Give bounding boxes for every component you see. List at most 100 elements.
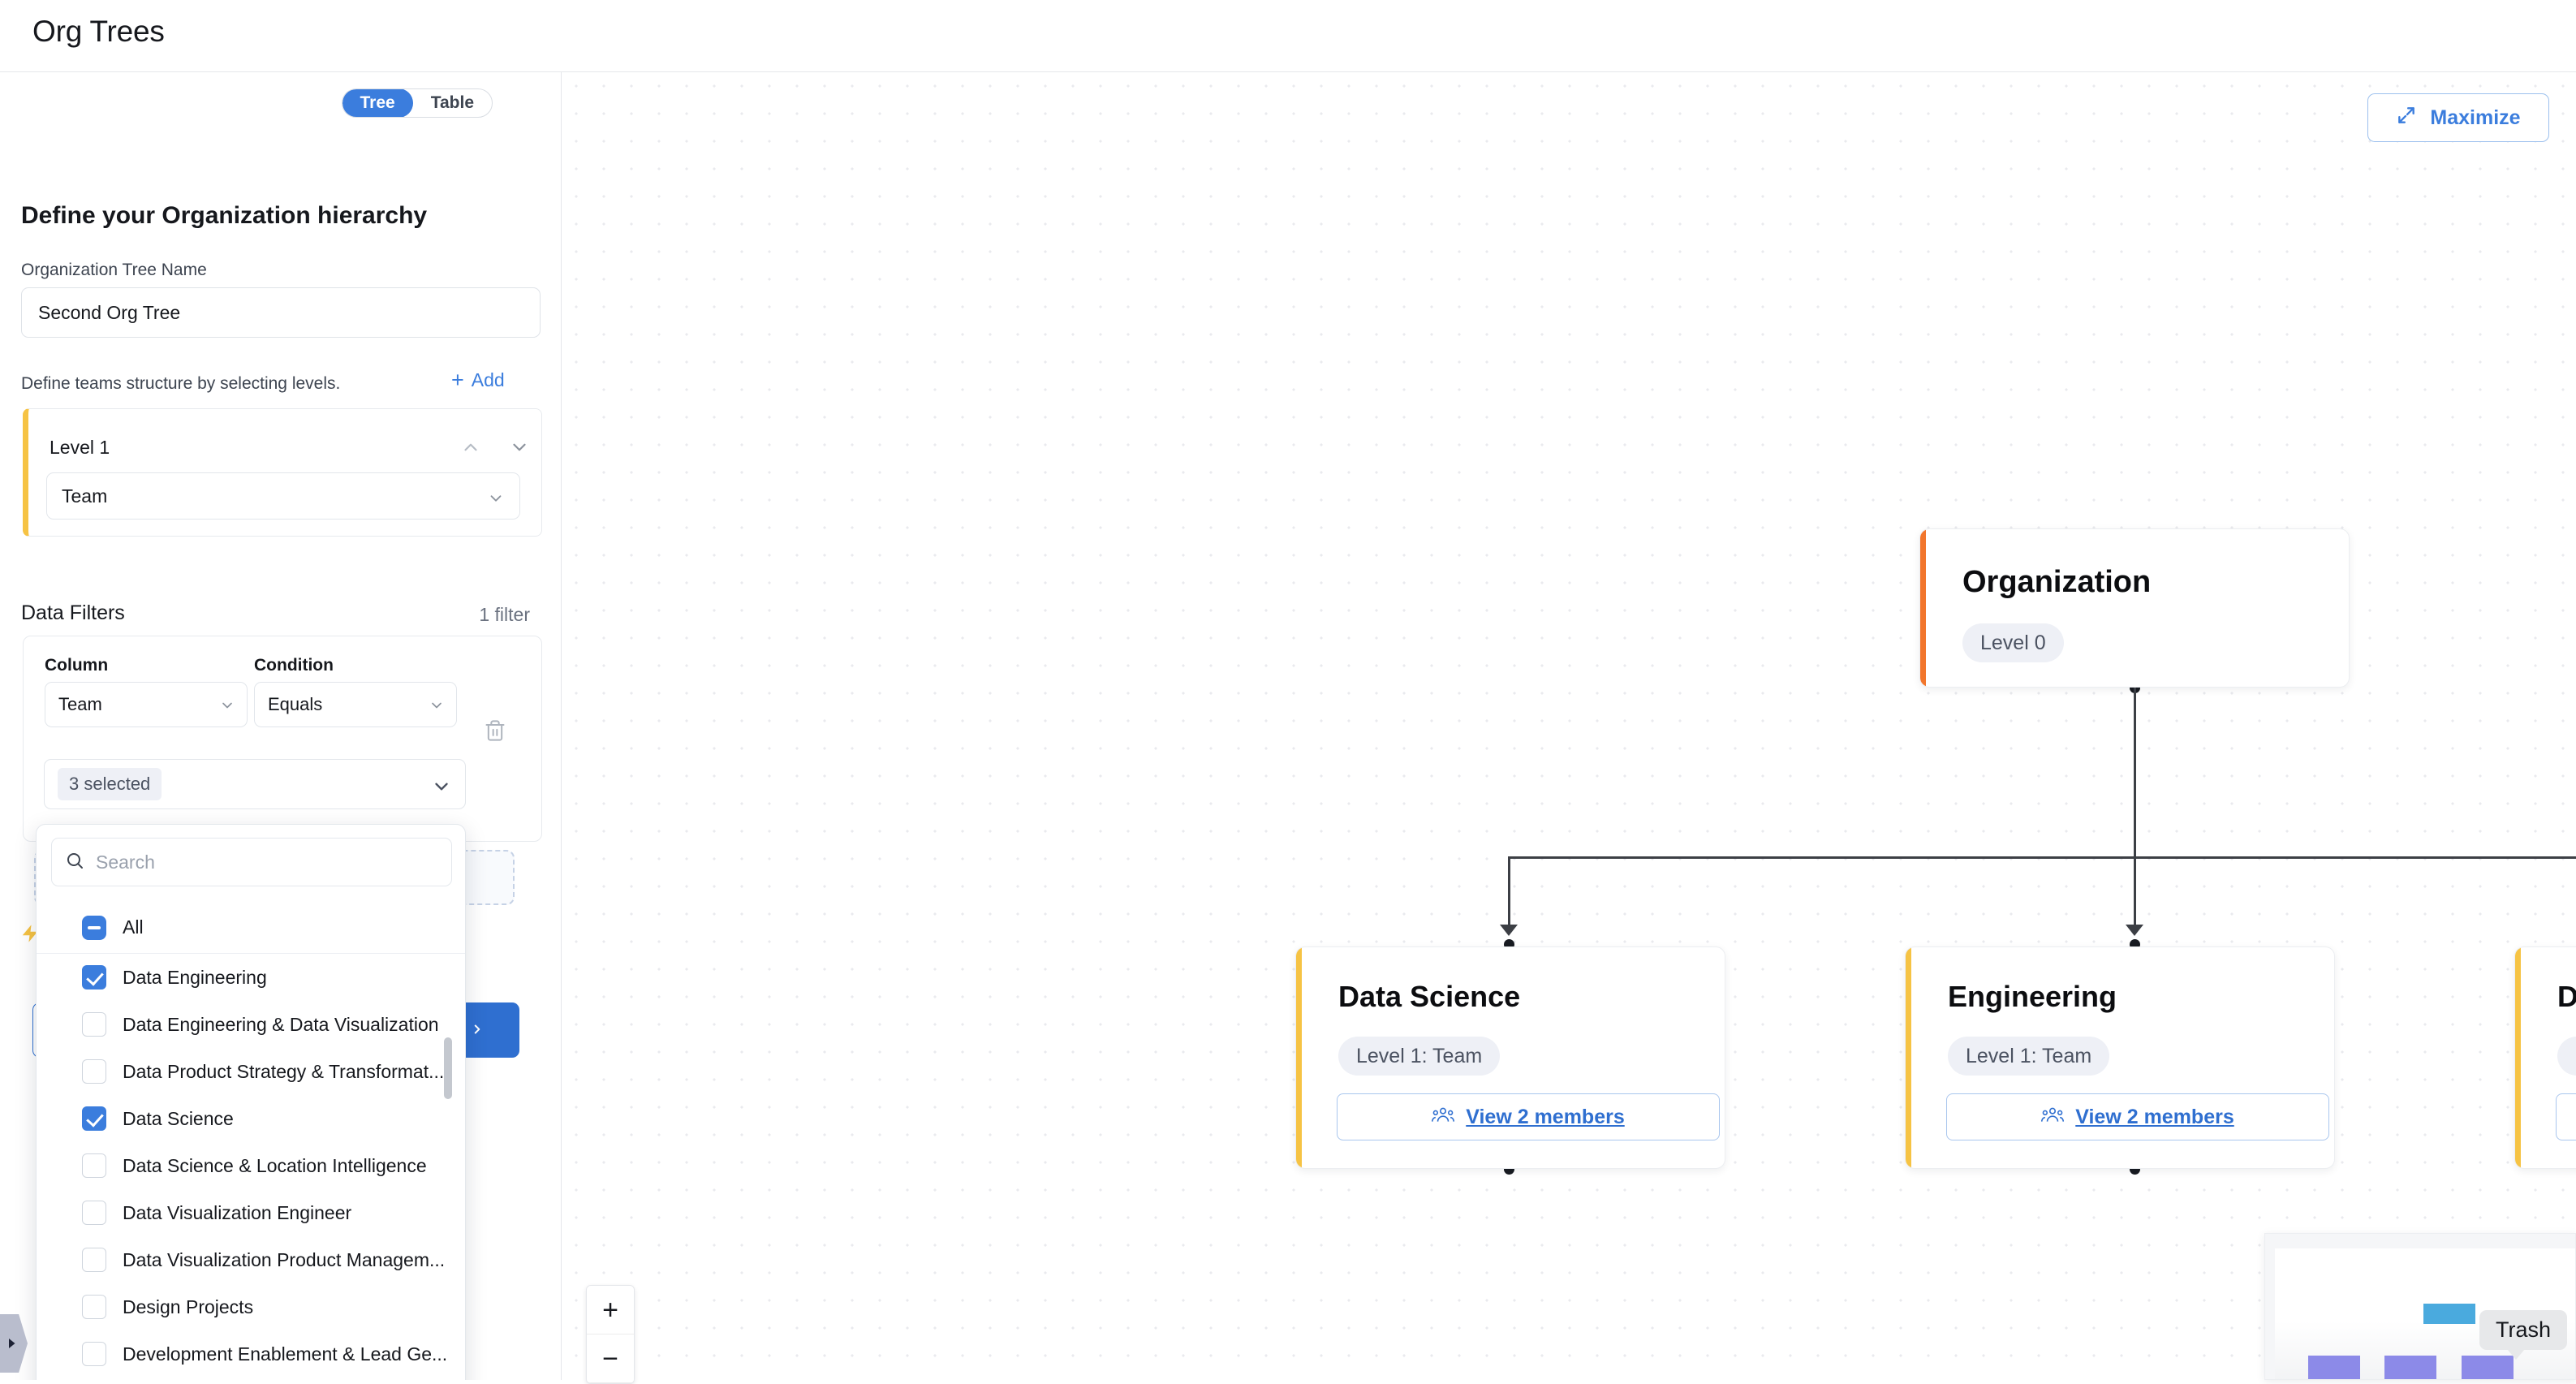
add-level-label: Add: [471, 369, 505, 390]
maximize-button[interactable]: Maximize: [2367, 93, 2549, 142]
org-node-engineering[interactable]: Engineering Level 1: Team View 2 members: [1905, 946, 2335, 1169]
lightning-icon: [21, 923, 39, 949]
chevron-right-icon: [470, 1019, 485, 1042]
node-title: Data Science: [1338, 980, 1521, 1013]
view-members-label: View 2 members: [1466, 1105, 1625, 1128]
select-all-checkbox[interactable]: [82, 915, 106, 940]
filter-condition-select[interactable]: Equals: [254, 682, 457, 727]
org-node-organization[interactable]: Organization Level 0: [1919, 528, 2350, 688]
filter-values-select[interactable]: 3 selected: [44, 759, 466, 809]
level-title: Level 1: [50, 437, 110, 458]
view-members-button[interactable]: View 1 members: [2556, 1093, 2576, 1140]
option-label: Design Projects: [123, 1296, 254, 1317]
minimap-node-child: [2462, 1356, 2514, 1379]
list-item[interactable]: Data Engineering: [37, 954, 465, 1001]
list-item[interactable]: Data Product Strategy & Transformat...: [37, 1048, 465, 1095]
select-all-row[interactable]: All: [37, 902, 465, 954]
filter-column-select[interactable]: Team: [45, 682, 248, 727]
list-item[interactable]: Data Engineering & Data Visualization: [37, 1001, 465, 1048]
tab-table[interactable]: Table: [413, 89, 492, 117]
node-title: Engineering: [1948, 980, 2117, 1013]
node-level-badge: Level 1: Team: [1338, 1037, 1501, 1076]
chevron-down-icon: [429, 697, 445, 718]
zoom-controls[interactable]: + −: [586, 1285, 635, 1384]
option-checkbox[interactable]: [82, 1248, 106, 1272]
filter-count: 1 filter: [479, 604, 530, 625]
option-checkbox[interactable]: [82, 965, 106, 989]
chevron-down-icon: [431, 776, 452, 801]
connector-line: [2134, 856, 2136, 932]
chevron-up-icon[interactable]: [460, 437, 481, 458]
levels-hint: Define teams structure by selecting leve…: [21, 374, 341, 393]
values-multiselect-popup: All Data Engineering Data Engineering & …: [36, 824, 466, 1380]
minimap-node-child: [2384, 1356, 2436, 1379]
list-item[interactable]: Design Projects: [37, 1283, 465, 1330]
option-checkbox[interactable]: [82, 1153, 106, 1178]
option-label: Data Visualization Engineer: [123, 1201, 352, 1223]
list-item[interactable]: Data Science: [37, 1095, 465, 1142]
plus-icon: +: [451, 368, 464, 392]
delete-filter-icon[interactable]: [484, 718, 506, 744]
condition-label: Condition: [254, 656, 334, 675]
connector-arrow: [2126, 925, 2143, 936]
config-sidebar: Tree Table Define your Organization hier…: [0, 72, 562, 1380]
zoom-out-button[interactable]: −: [587, 1334, 634, 1383]
node-level-badge: Level 0: [1962, 623, 2064, 662]
minimap-node-child: [2308, 1356, 2360, 1379]
list-item[interactable]: Data Science & Location Intelligence: [37, 1142, 465, 1189]
option-checkbox[interactable]: [82, 1012, 106, 1037]
data-filters-title: Data Filters: [21, 601, 125, 624]
option-checkbox[interactable]: [82, 1342, 106, 1366]
members-icon: [2041, 1106, 2065, 1129]
selected-count-chip: 3 selected: [58, 768, 162, 800]
search-box[interactable]: [51, 838, 452, 886]
option-checkbox[interactable]: [82, 1201, 106, 1225]
tree-name-input[interactable]: [21, 287, 541, 338]
option-checkbox[interactable]: [82, 1059, 106, 1084]
options-scrollbar-track[interactable]: [444, 955, 452, 1377]
option-label: Data Science & Location Intelligence: [123, 1154, 427, 1176]
trash-tooltip: Trash: [2479, 1310, 2568, 1360]
filter-column-value: Team: [58, 694, 102, 714]
option-label: Development Enablement & Lead Ge...: [123, 1343, 448, 1365]
view-members-button[interactable]: View 2 members: [1946, 1093, 2329, 1140]
sidebar-collapse-handle[interactable]: [0, 1314, 28, 1373]
page-title: Org Trees: [32, 15, 165, 48]
list-item[interactable]: Data Visualization Engineer: [37, 1189, 465, 1236]
option-label: Data Product Strategy & Transformat...: [123, 1060, 445, 1082]
list-item[interactable]: Data Visualization Product Managem...: [37, 1236, 465, 1283]
chevron-down-icon: [487, 489, 505, 511]
option-checkbox[interactable]: [82, 1106, 106, 1131]
options-list[interactable]: Data Engineering Data Engineering & Data…: [37, 954, 465, 1380]
connector-line: [2134, 688, 2136, 858]
node-title: Organization: [1962, 565, 2152, 599]
options-scrollbar-thumb[interactable]: [444, 1037, 452, 1099]
members-icon: [1432, 1106, 1455, 1129]
filter-card: Column Team Condition Equals Value(s): [23, 636, 542, 842]
node-level-badge: Level 1: Team: [1948, 1037, 2110, 1076]
option-label: Data Science: [123, 1107, 234, 1129]
zoom-in-button[interactable]: +: [587, 1286, 634, 1334]
view-members-button[interactable]: View 2 members: [1337, 1093, 1720, 1140]
option-label: Data Engineering: [123, 966, 267, 988]
panel-title: Define your Organization hierarchy: [21, 202, 428, 229]
org-node-data-science[interactable]: Data Science Level 1: Team View 2 member…: [1295, 946, 1725, 1169]
search-icon: [65, 851, 84, 874]
option-label: Data Engineering & Data Visualization: [123, 1013, 439, 1035]
filter-condition-value: Equals: [268, 694, 323, 714]
view-toggle[interactable]: Tree Table: [341, 88, 493, 118]
level-card: Level 1 Team: [23, 408, 542, 537]
minimap[interactable]: [2264, 1233, 2576, 1380]
option-checkbox[interactable]: [82, 1295, 106, 1319]
org-node-data-engineering[interactable]: Data Engineering Level 1: Team View 1 me…: [2514, 946, 2576, 1169]
tab-tree[interactable]: Tree: [342, 89, 413, 117]
tree-name-label: Organization Tree Name: [21, 261, 207, 279]
level-type-select[interactable]: Team: [46, 472, 520, 520]
app-header: Org Trees: [0, 0, 2576, 72]
node-title: Data Engineering: [2557, 980, 2576, 1014]
search-input[interactable]: [96, 851, 420, 873]
chevron-down-icon[interactable]: [509, 437, 530, 458]
org-chart-canvas[interactable]: Maximize Organization Level 0 Data Scien…: [562, 72, 2576, 1380]
list-item[interactable]: Development Enablement & Lead Ge...: [37, 1330, 465, 1378]
add-level-button[interactable]: + Add: [451, 369, 505, 391]
